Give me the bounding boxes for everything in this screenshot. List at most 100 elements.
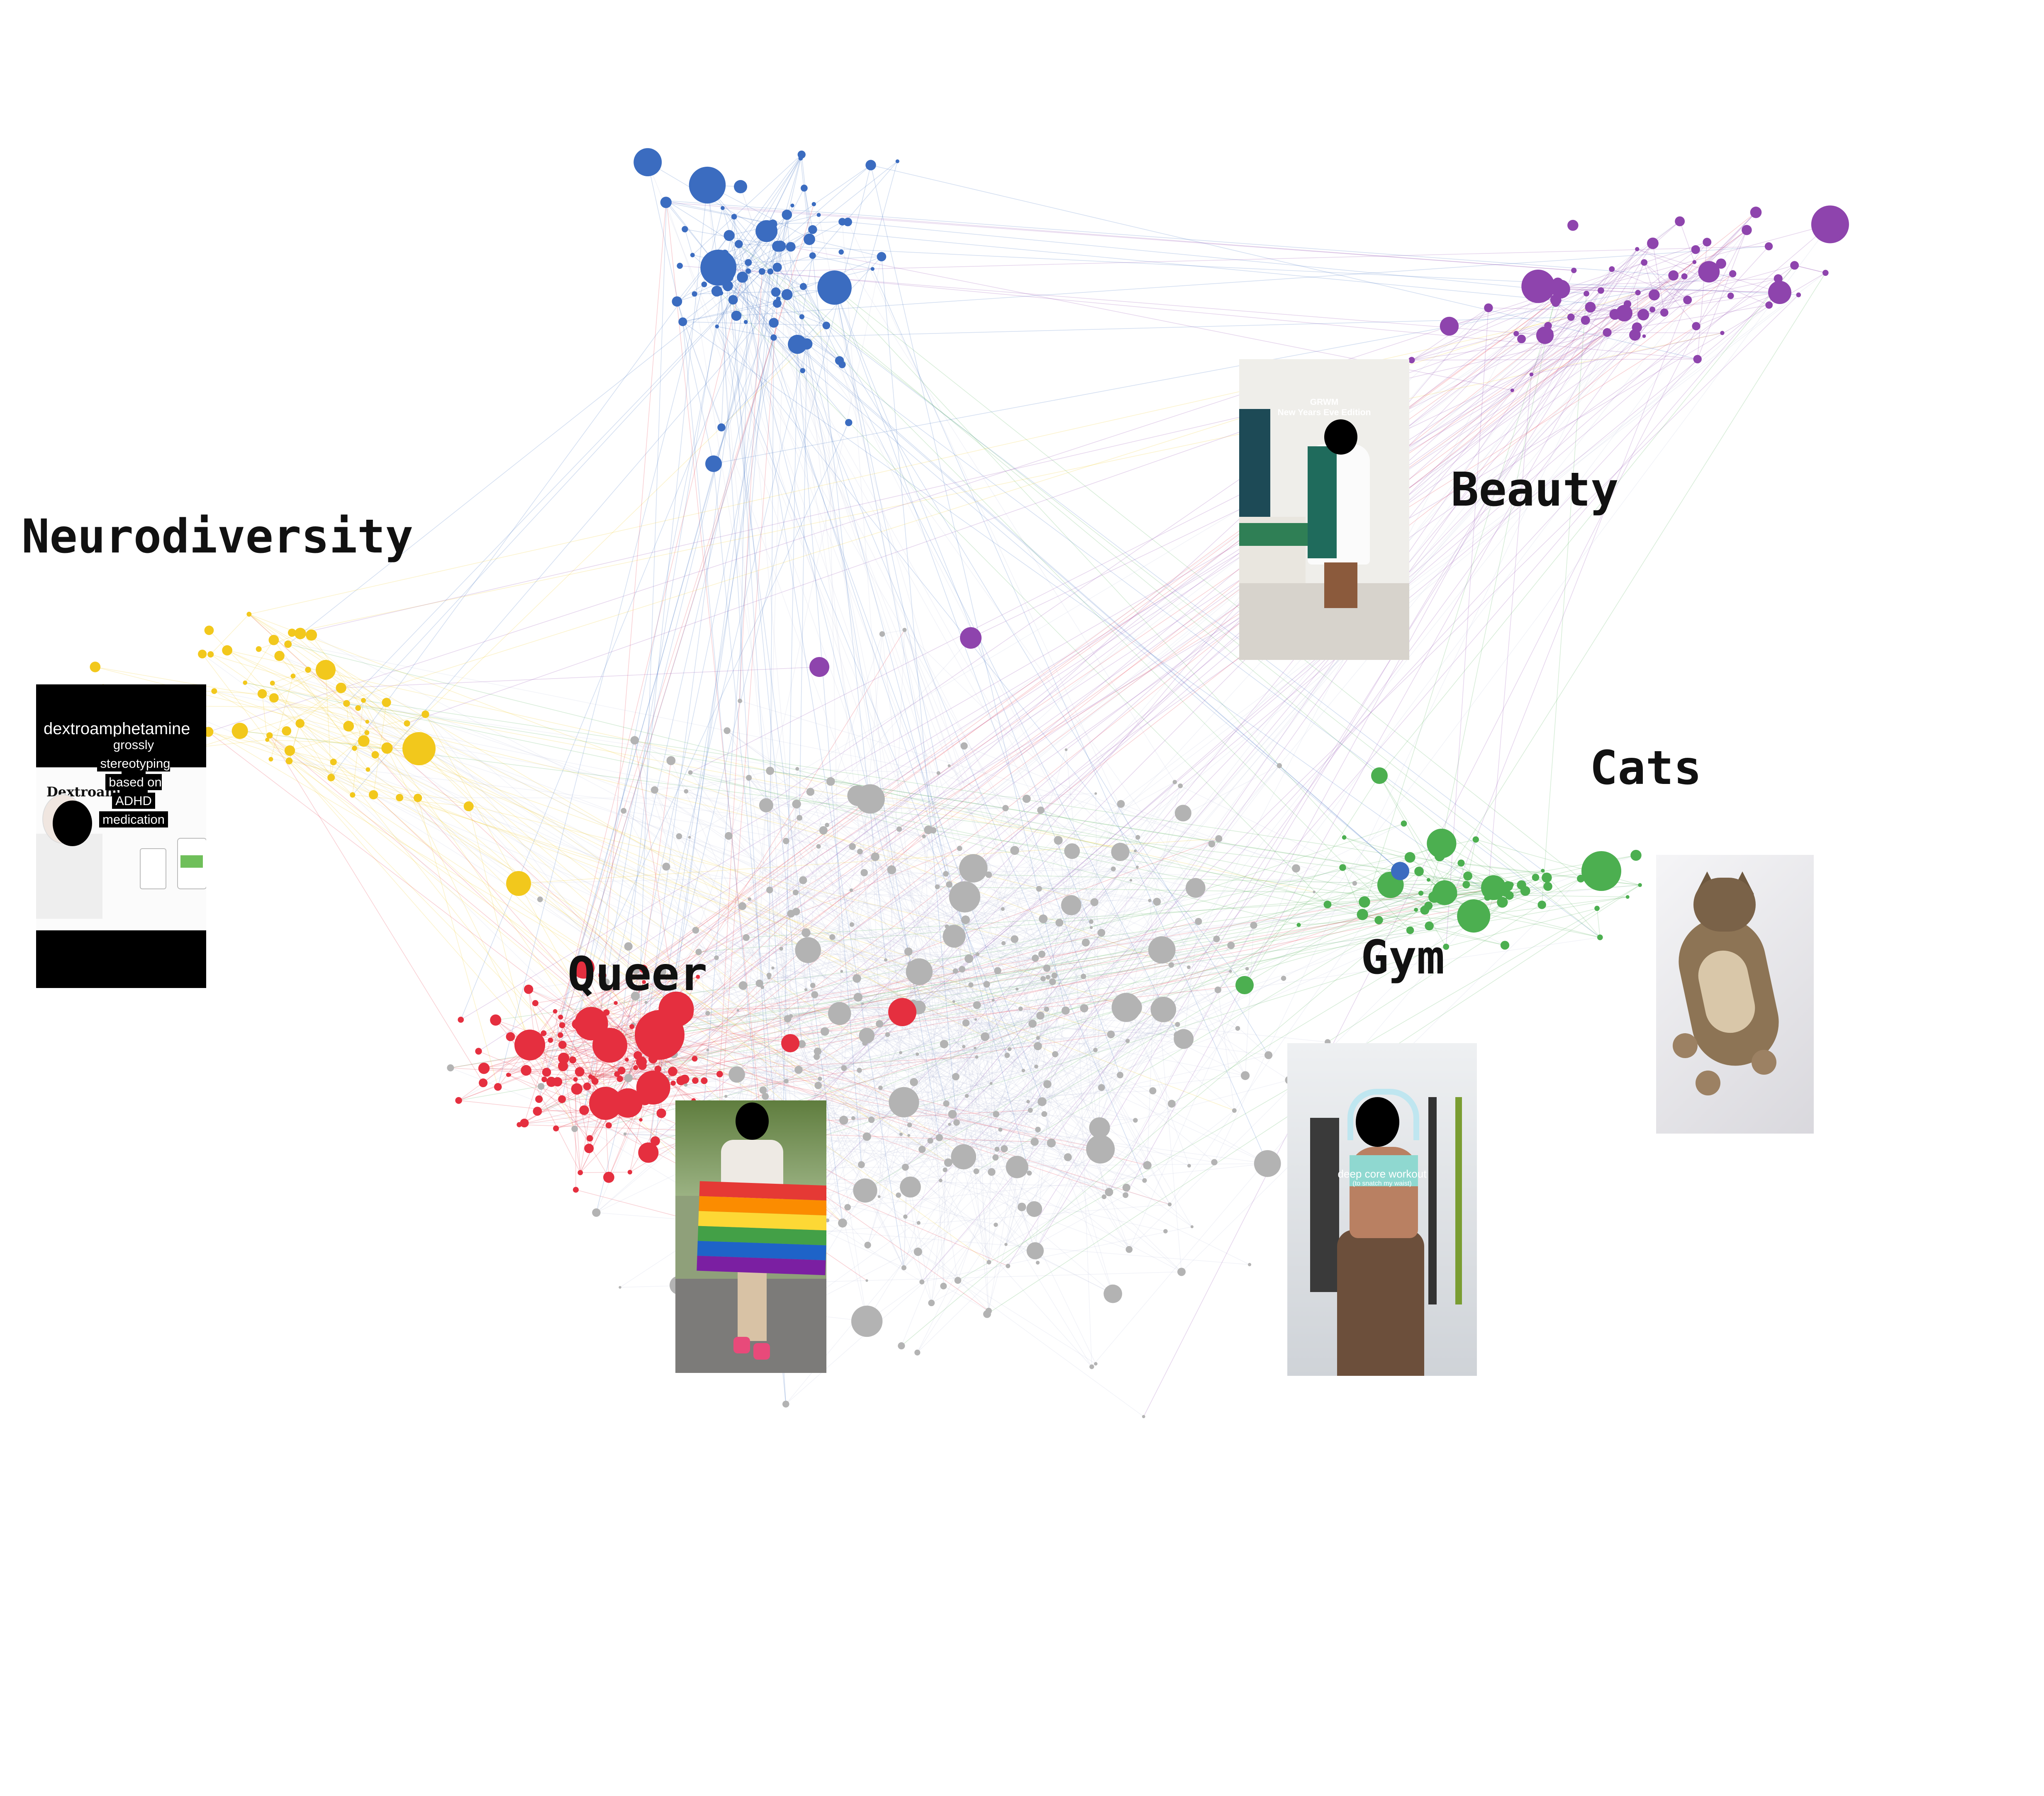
network-node-beauty xyxy=(1641,259,1648,266)
network-edge xyxy=(623,810,1182,1272)
network-node xyxy=(940,1283,947,1290)
network-edge xyxy=(560,246,778,1017)
network-edge xyxy=(834,287,1121,1076)
network-edge xyxy=(555,848,960,1012)
network-edge xyxy=(726,1034,888,1097)
network-node xyxy=(965,1094,969,1098)
network-edge xyxy=(995,1149,1101,1225)
network-edge xyxy=(799,344,807,818)
network-edge xyxy=(169,705,858,998)
network-edge xyxy=(574,1015,1040,1129)
network-edge xyxy=(1545,293,1587,336)
network-node xyxy=(1142,1415,1145,1419)
network-node-gym xyxy=(845,419,853,426)
network-edge xyxy=(800,158,810,240)
network-node xyxy=(1089,926,1093,929)
network-edge xyxy=(953,269,1612,1077)
network-edge xyxy=(484,1068,547,1073)
network-edge xyxy=(922,275,1674,1150)
network-edge xyxy=(685,1084,1045,1115)
network-edge xyxy=(267,739,686,1085)
network-edge xyxy=(1006,1129,1038,1245)
network-edge xyxy=(766,256,882,806)
network-node xyxy=(1098,1084,1105,1091)
network-edge xyxy=(904,630,1247,969)
network-node-gym xyxy=(771,287,781,297)
network-node xyxy=(755,979,763,987)
network-node xyxy=(1047,1138,1056,1148)
network-edge xyxy=(987,1129,1038,1314)
network-edge xyxy=(637,838,1219,1056)
network-edge xyxy=(975,850,1015,1020)
network-node xyxy=(619,1286,621,1289)
network-edge xyxy=(528,887,1196,990)
network-node xyxy=(1002,805,1009,812)
network-node xyxy=(1064,1153,1072,1161)
network-node-queer xyxy=(535,1095,543,1103)
network-node-beauty xyxy=(1765,301,1773,309)
network-edge xyxy=(1474,896,1628,917)
network-node-gym xyxy=(735,240,743,248)
network-edge xyxy=(726,165,871,265)
network-edge xyxy=(626,969,644,1060)
network-edge xyxy=(518,838,1219,884)
network-edge xyxy=(818,1070,1023,1086)
network-edge xyxy=(797,768,939,774)
network-node xyxy=(1001,1145,1008,1153)
network-node-gym xyxy=(678,317,687,326)
network-edge xyxy=(227,650,368,722)
network-node xyxy=(762,1093,769,1100)
network-edge xyxy=(1113,869,1246,1076)
network-edge xyxy=(1545,292,1638,336)
network-edge xyxy=(748,270,787,295)
network-node xyxy=(1153,898,1161,906)
network-edge xyxy=(797,256,813,345)
network-edge xyxy=(300,723,469,807)
network-node-beauty xyxy=(1603,328,1612,337)
network-edge xyxy=(865,1043,1022,1207)
network-edge xyxy=(262,669,326,694)
network-edge xyxy=(740,186,1037,1067)
network-node xyxy=(957,846,962,851)
network-edge xyxy=(270,759,924,837)
network-node xyxy=(879,631,885,637)
gym-rack xyxy=(1428,1097,1437,1304)
network-node xyxy=(965,954,974,963)
network-edge xyxy=(812,256,886,960)
network-edge xyxy=(1040,810,1199,922)
network-node-cats xyxy=(1638,883,1642,887)
network-node xyxy=(1089,1364,1094,1369)
network-edge xyxy=(1362,299,1556,915)
network-edge xyxy=(616,337,774,1074)
network-edge xyxy=(529,1051,620,1079)
network-edge xyxy=(748,777,1024,1071)
network-node-cats xyxy=(1414,908,1418,912)
network-node xyxy=(1094,1362,1098,1366)
network-node xyxy=(794,1066,803,1074)
network-edge xyxy=(727,287,840,361)
network-edge xyxy=(839,360,1113,1294)
network-edge xyxy=(1183,921,1199,1039)
network-edge xyxy=(682,287,835,322)
cluster-label-gym: Gym xyxy=(1361,931,1445,985)
network-node xyxy=(684,789,689,794)
network-node xyxy=(829,934,836,940)
network-node-neuro xyxy=(295,719,305,728)
network-edge xyxy=(584,217,735,1110)
network-edge xyxy=(808,949,1068,1158)
network-edge xyxy=(1055,1054,1100,1128)
network-node-cats xyxy=(1594,905,1600,911)
network-edge xyxy=(880,856,1440,1088)
network-node xyxy=(925,970,932,977)
network-edge xyxy=(965,1022,1145,1181)
network-edge xyxy=(667,1076,954,1081)
network-node xyxy=(896,1192,901,1198)
network-edge xyxy=(1067,1007,1132,1158)
network-edge xyxy=(949,750,1067,1124)
network-node xyxy=(1080,1004,1089,1012)
network-edge xyxy=(519,1074,617,1125)
network-edge xyxy=(745,322,998,971)
network-edge xyxy=(647,162,714,464)
network-node-neuro xyxy=(266,732,273,739)
network-node xyxy=(1031,954,1039,962)
